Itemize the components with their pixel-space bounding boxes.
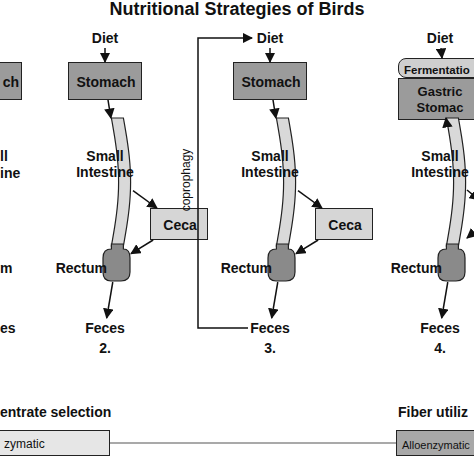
flow-arrow — [104, 48, 106, 62]
fermentation-box: Fermentatio — [398, 58, 474, 78]
node-label: Rectum — [56, 260, 107, 276]
diet-text: Diet — [422, 28, 458, 48]
node-label: Gastric Stomac — [409, 84, 471, 116]
node-label: Feces — [418, 320, 462, 336]
enzyme-band: Alloenzymatic — [396, 430, 474, 456]
node-label: Rectum — [391, 260, 442, 276]
column-number: 4. — [434, 340, 446, 356]
node-label: Alloenzymatic — [402, 437, 470, 453]
node-label: ch — [0, 74, 19, 90]
rectum-outline — [268, 244, 295, 281]
feces-text: Feces — [418, 318, 462, 338]
node-label: Feces — [83, 320, 127, 336]
stomach-box: Stomach — [233, 62, 307, 100]
node-label: Diet — [422, 30, 458, 46]
feces-text: Feces — [248, 318, 292, 338]
strategy-label: entrate selection — [0, 404, 111, 420]
intestine-tube: Small Intestine — [274, 118, 298, 246]
node-label: Fermentatio — [404, 62, 470, 78]
strategy-label: Fiber utiliz — [398, 404, 468, 420]
ceca-box: Ceca — [150, 208, 208, 240]
rectum-shape: Rectum — [101, 244, 131, 282]
node-label: Diet — [252, 30, 288, 46]
cropped-text: ine — [0, 165, 20, 181]
cropped-text: ll — [0, 148, 8, 164]
edge-label: coprophagy — [179, 149, 193, 212]
rectum-shape: Rectum — [266, 244, 296, 282]
intestine-shape — [109, 118, 133, 246]
intestine-outline — [111, 118, 130, 246]
node-label: Ceca — [316, 217, 374, 233]
intestine-shape — [444, 118, 468, 246]
column-number: 3. — [264, 340, 276, 356]
diet-text: Diet — [252, 28, 288, 48]
ceca-box: Ceca — [315, 208, 373, 240]
ceca-arrow-offpage — [467, 228, 474, 238]
intestine-tube: Small Intestine — [109, 118, 133, 246]
flow-arrow — [269, 48, 271, 62]
flow-arrow — [298, 191, 322, 208]
node-label: Stomach — [234, 74, 308, 90]
stomach-box: Stomach — [68, 62, 142, 100]
intestine-shape — [274, 118, 298, 246]
rectum-outline — [103, 244, 130, 281]
flow-arrow — [272, 282, 278, 318]
flow-arrow — [108, 100, 111, 118]
flow-arrow — [296, 240, 318, 254]
flow-arrow — [441, 48, 442, 58]
flow-arrow — [442, 282, 448, 318]
node-label: zymatic — [4, 436, 45, 452]
rectum-outline — [438, 244, 465, 281]
gastric-stomach-box: Gastric Stomac — [398, 78, 474, 120]
flow-arrow — [131, 240, 153, 254]
ceca-arrow-offpage — [467, 190, 474, 200]
flow-arrow — [107, 282, 113, 318]
cropped-text: m — [0, 260, 12, 276]
flow-arrow — [273, 100, 276, 118]
column-number: 2. — [99, 340, 111, 356]
intestine-tube: Small Intestine — [444, 118, 468, 246]
flow-arrow — [133, 191, 157, 208]
node-label: Feces — [248, 320, 292, 336]
stomach-box: ch — [0, 62, 22, 100]
node-label: Diet — [87, 30, 123, 46]
cropped-text: es — [0, 320, 16, 336]
node-label: Small Intestine — [400, 148, 474, 180]
node-label: Ceca — [151, 217, 209, 233]
intestine-outline — [446, 118, 465, 246]
diet-text: Diet — [87, 28, 123, 48]
node-label: Small Intestine — [65, 148, 145, 180]
enzyme-band: zymatic — [0, 430, 110, 456]
rectum-shape: Rectum — [436, 244, 466, 282]
feces-text: Feces — [83, 318, 127, 338]
scale-line — [110, 442, 396, 443]
node-label: Small Intestine — [230, 148, 310, 180]
node-label: Rectum — [221, 260, 272, 276]
node-label: Stomach — [69, 74, 143, 90]
diagram-title: Nutritional Strategies of Birds — [0, 0, 474, 19]
intestine-outline — [276, 118, 295, 246]
